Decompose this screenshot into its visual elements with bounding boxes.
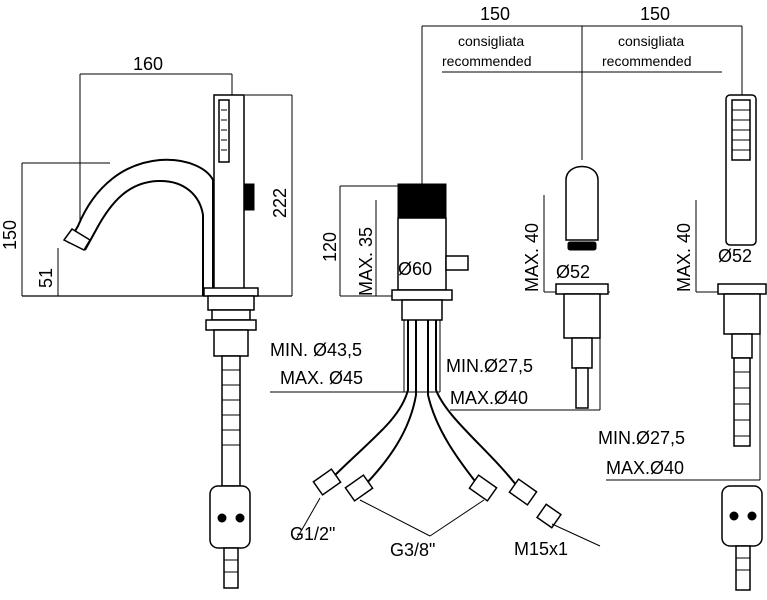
note-recommended-left: recommended [442, 53, 532, 69]
knob-max-40: MAX. 40 [522, 223, 542, 292]
conn-g1-2: G1/2" [290, 524, 335, 544]
spout-side-view: 160 222 150 51 [0, 54, 293, 589]
conn-g3-8: G3/8" [390, 540, 435, 560]
note-consigliata-right: consigliata [618, 33, 684, 49]
dim-spacing-150-right: 150 [640, 4, 670, 24]
shower-max-40: MAX. 40 [674, 223, 694, 292]
min-hole-43-5: MIN. Ø43,5 [270, 340, 362, 360]
shower-max-hole: MAX.Ø40 [606, 458, 684, 478]
dim-diameter-60: Ø60 [398, 259, 432, 279]
dim-height-120: 120 [320, 232, 340, 262]
knob-diameter-52: Ø52 [556, 262, 590, 282]
shower-min-hole: MIN.Ø27,5 [598, 428, 685, 448]
dim-height-150: 150 [0, 220, 20, 250]
knob-min-hole: MIN.Ø27,5 [446, 356, 533, 376]
max-hole-45: MAX. Ø45 [280, 368, 363, 388]
conn-m15x1: M15x1 [514, 539, 568, 559]
knob-view: 150 consigliata recommended Ø52 MAX. 40 … [446, 4, 743, 411]
diverter-view: 150 consigliata recommended 120 MAX. 35 … [270, 4, 601, 560]
knob-max-hole: MAX.Ø40 [450, 388, 528, 408]
dim-height-51: 51 [36, 268, 56, 288]
dim-width-160: 160 [133, 54, 163, 74]
note-recommended-right: recommended [602, 53, 692, 69]
handshower-view: Ø52 MAX. 40 MIN.Ø27,5 MAX.Ø40 [598, 94, 767, 591]
dim-spacing-150-left: 150 [480, 4, 510, 24]
dim-max-35: MAX. 35 [356, 227, 376, 296]
shower-diameter-52: Ø52 [718, 246, 752, 266]
dim-height-222: 222 [270, 188, 290, 218]
note-consigliata-left: consigliata [458, 33, 524, 49]
